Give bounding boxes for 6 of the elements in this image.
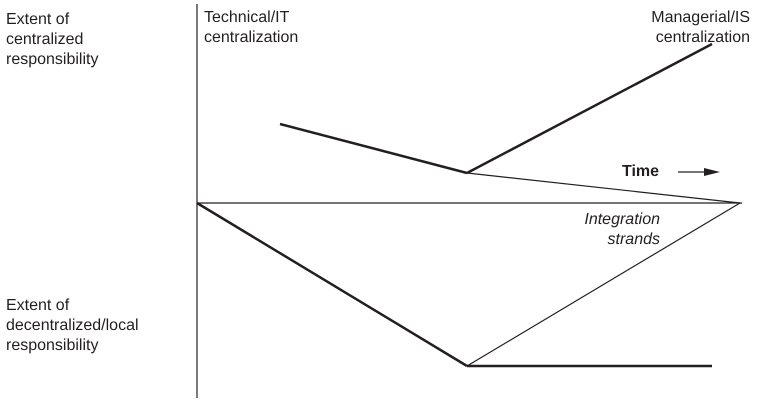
axis-label: Extent of centralized responsibility <box>6 10 100 70</box>
curve-label: Managerial/IS centralization <box>650 8 750 48</box>
axis-label: Extent of decentralized/local responsibility <box>6 296 140 356</box>
curve-label: Technical/IT centralization <box>204 8 300 48</box>
axis-title: Time <box>622 162 660 182</box>
curve-label: Integration strands <box>583 210 660 250</box>
